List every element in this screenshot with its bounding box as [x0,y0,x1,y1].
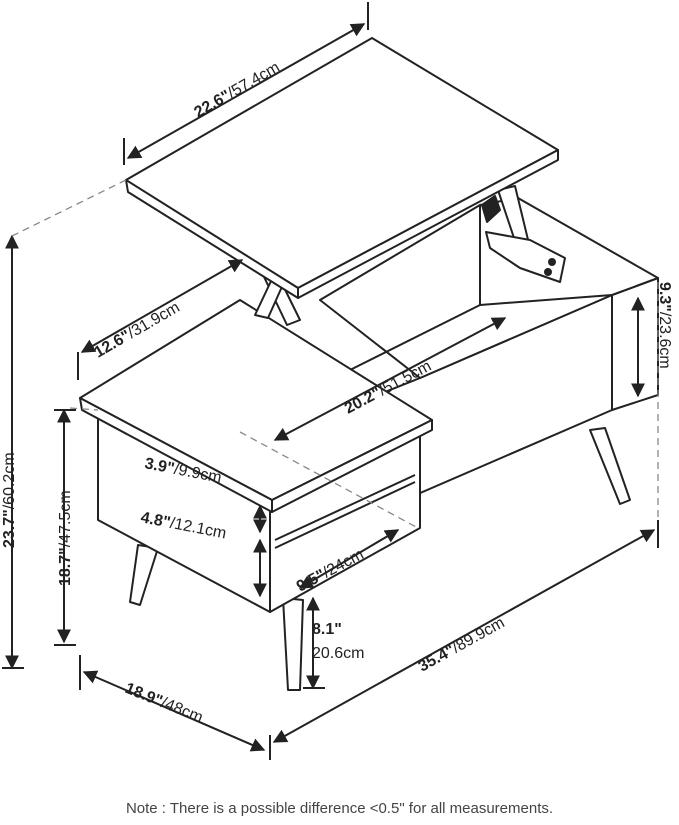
label-total-length: 35.4"/89.9cm [416,614,508,675]
label-total-depth-in: 18.9" [123,680,165,710]
label-total-depth-cm: /48cm [158,694,205,726]
svg-text:9.3"/23.6cm: 9.3"/23.6cm [656,282,673,369]
dim-line-top-width [126,23,366,159]
label-shelf-open-in: 4.8" [139,509,172,531]
label-leg-height-in: 8.1" [312,621,342,638]
dimension-lines [2,2,659,760]
svg-text:35.4"/89.9cm: 35.4"/89.9cm [416,614,508,675]
label-total-depth: 18.9"/48cm [123,680,206,727]
leg-back-right [589,427,631,505]
label-leg-height-cm: 20.6cm [312,645,364,662]
label-height-raised-in: 23.7" [1,509,18,548]
dim-line-total-length [272,529,656,743]
leg-front-left [129,544,159,606]
lift-hinge-right [481,185,566,283]
dim-line-top-depth [80,259,244,353]
guide-lines [11,179,659,529]
svg-text:23.7"/60.2cm: 23.7"/60.2cm [1,452,18,548]
label-top-depth-cm: /31.9cm [125,299,183,342]
label-leg-height: 8.1" 20.6cm [312,621,364,662]
body-right-face [611,277,659,411]
dim-line-inner-length [273,317,507,441]
leg-front-middle [282,597,304,691]
label-height-raised: 23.7"/60.2cm [1,452,18,548]
label-shelf-gap-in: 3.9" [143,455,176,477]
label-height-raised-cm: /60.2cm [1,452,18,509]
label-storage-height-in: 9.3" [656,282,673,312]
label-storage-height-cm: /23.6cm [656,312,673,369]
svg-text:18.7"/47.5cm: 18.7"/47.5cm [57,490,74,586]
measurement-note: Note : There is a possible difference <0… [125,800,554,817]
label-height-closed-cm: /47.5cm [57,490,74,547]
label-storage-height: 9.3"/23.6cm [656,282,673,369]
svg-text:18.9"/48cm: 18.9"/48cm [123,680,206,727]
dim-line-total-depth [82,670,266,752]
label-height-closed: 18.7"/47.5cm [57,490,74,586]
label-height-closed-in: 18.7" [57,547,74,586]
label-total-length-cm: /89.9cm [450,614,508,656]
